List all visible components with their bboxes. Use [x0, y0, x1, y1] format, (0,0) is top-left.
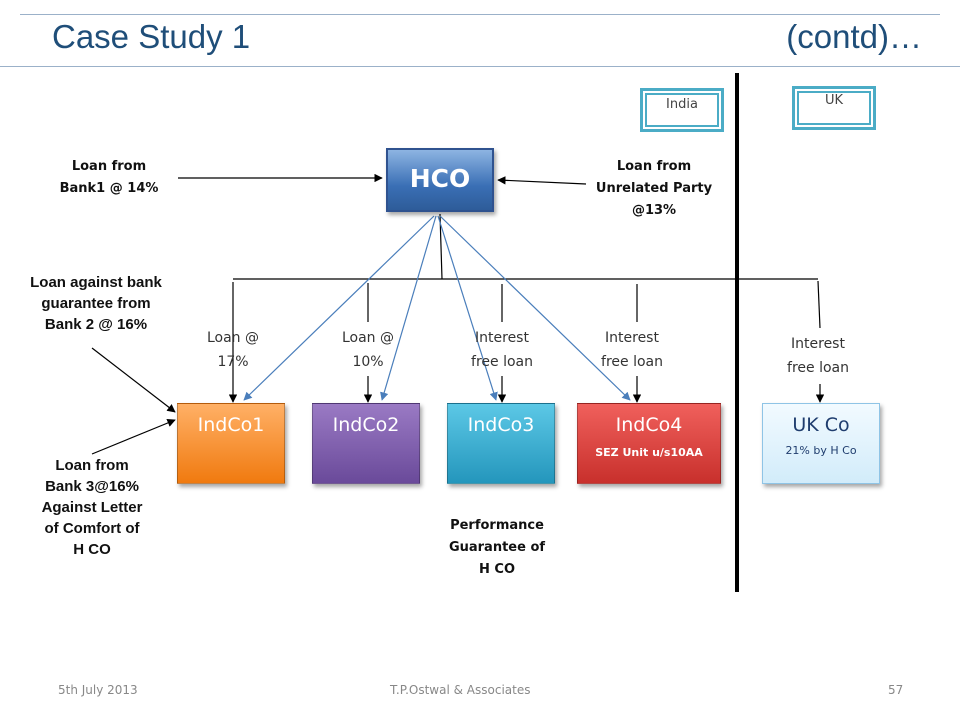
top-rule [20, 14, 940, 15]
node-indco2: IndCo2 [312, 403, 420, 484]
label-line: Bank1 @ 14% [59, 181, 159, 196]
arrow-unrelated-to-hco [497, 176, 587, 185]
label-line: Loan @ [341, 330, 395, 346]
guarantee-line-indco2 [380, 215, 437, 401]
arrow-bank2-to-indco1 [91, 347, 176, 413]
label-line: 10% [352, 354, 384, 370]
label-branch-indco3: Interest free loan [452, 326, 552, 374]
region-uk-label: UK [792, 86, 876, 130]
footer-date: 5th July 2013 [58, 683, 138, 697]
label-line: Guarantee of [448, 540, 546, 555]
label-line: Loan from [55, 457, 129, 474]
label-loan-comfort: Loan from Bank 3@16% Against Letter of C… [20, 455, 164, 560]
node-hco: HCO [386, 148, 494, 212]
node-indco4-sub: SEZ Unit u/s10AA [595, 446, 703, 459]
label-line: Loan @ [206, 330, 260, 346]
node-indco3: IndCo3 [447, 403, 555, 484]
label-line: Interest [791, 336, 845, 352]
node-indco1: IndCo1 [177, 403, 285, 484]
label-loan-bank1: Loan from Bank1 @ 14% [44, 156, 174, 200]
guarantee-line-indco1 [243, 215, 435, 401]
label-line: of Comfort of [44, 520, 140, 537]
label-line: free loan [471, 354, 533, 370]
label-branch-indco2: Loan @ 10% [323, 326, 413, 374]
label-line: Against Letter [41, 499, 143, 516]
region-india-label: India [640, 88, 724, 132]
label-line: free loan [601, 354, 663, 370]
page-title: Case Study 1 [52, 18, 251, 55]
node-indco3-name: IndCo3 [467, 414, 535, 436]
node-ukco: UK Co 21% by H Co [762, 403, 880, 484]
node-indco4: IndCo4 SEZ Unit u/s10AA [577, 403, 721, 484]
label-loan-unrelated: Loan from Unrelated Party @13% [574, 156, 734, 222]
label-perf-guarantee: Performance Guarantee of H CO [425, 515, 569, 581]
label-loan-bank-guarantee: Loan against bank guarantee from Bank 2 … [14, 272, 178, 335]
label-line: Performance [450, 518, 544, 533]
label-branch-indco1: Loan @ 17% [188, 326, 278, 374]
page-title-contd: (contd)… [786, 18, 922, 55]
node-ukco-sub: 21% by H Co [785, 444, 857, 457]
node-hco-name: HCO [409, 164, 471, 193]
label-line: Unrelated Party [595, 181, 713, 196]
label-line: Loan from [616, 159, 692, 174]
label-line: 17% [217, 354, 249, 370]
guarantee-line-indco3 [437, 215, 498, 401]
arrow-bank3-to-indco1 [91, 418, 176, 455]
node-indco1-name: IndCo1 [197, 414, 265, 436]
label-line: Bank 3@16% [45, 478, 139, 495]
label-line: free loan [787, 360, 849, 376]
branch-drop-5 [817, 280, 821, 329]
footer-firm: T.P.Ostwal & Associates [390, 683, 531, 697]
label-line: guarantee from [41, 295, 151, 312]
title-divider [0, 66, 960, 67]
label-line: Bank 2 @ 16% [44, 316, 148, 333]
label-line: Loan from [71, 159, 147, 174]
node-indco2-name: IndCo2 [332, 414, 400, 436]
guarantee-line-indco4 [439, 215, 631, 401]
label-line: @13% [631, 203, 677, 218]
node-ukco-name: UK Co [792, 414, 850, 436]
label-branch-indco4: Interest free loan [582, 326, 682, 374]
label-line: Interest [605, 330, 659, 346]
label-line: H CO [73, 541, 111, 558]
label-branch-ukco: Interest free loan [768, 332, 868, 380]
label-line: Loan against bank [30, 274, 162, 291]
node-indco4-name: IndCo4 [615, 414, 683, 436]
label-line: Interest [475, 330, 529, 346]
footer-page-number: 57 [888, 683, 904, 697]
label-line: H CO [479, 562, 515, 577]
